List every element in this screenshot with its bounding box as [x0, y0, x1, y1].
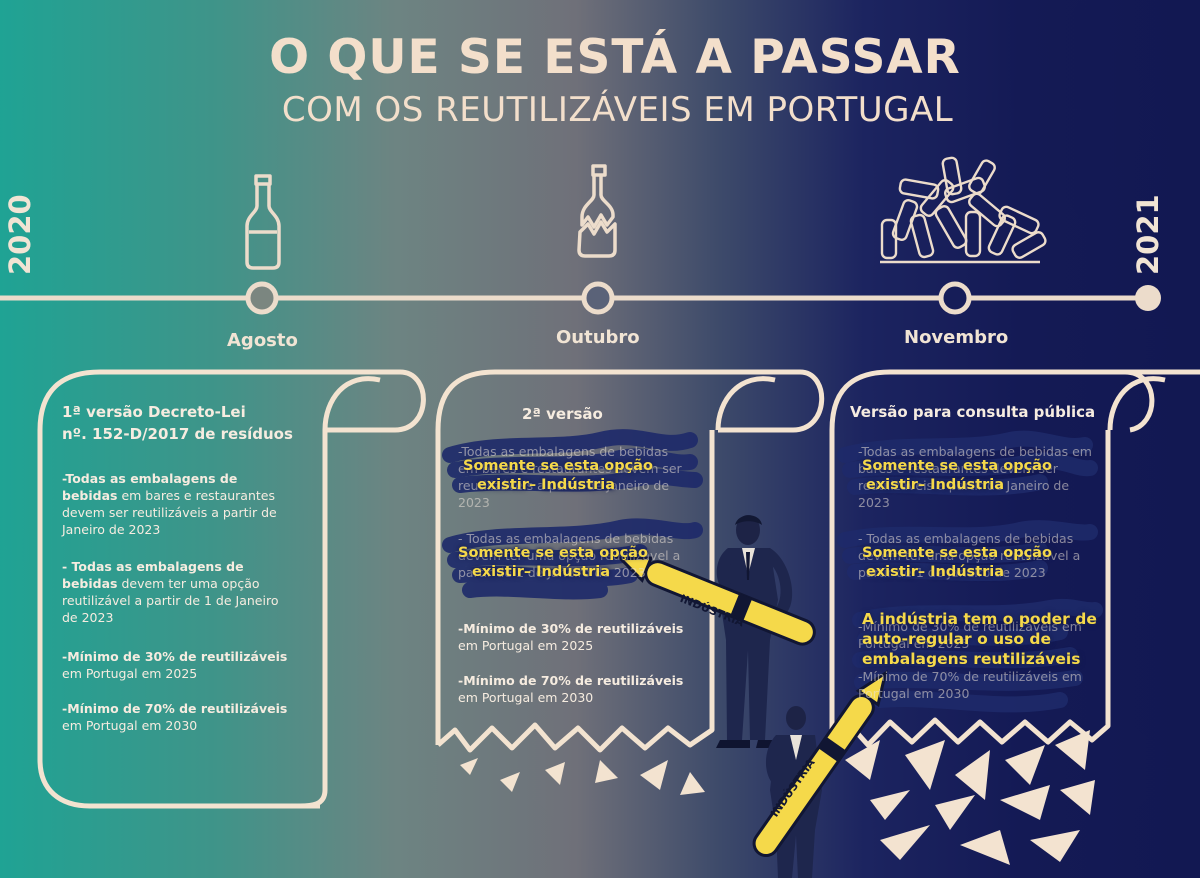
scroll1-item-2: - Todas as embalagens de bebidas devem t…	[62, 558, 292, 626]
scroll2-item-4-bold: -Mínimo de 70% de reutilizáveis	[458, 673, 684, 688]
annotation-self-regulate-line3: embalagens reutilizáveis	[862, 649, 1081, 668]
scroll3-item-2-struck: - Todas as embalagens de bebidas devem t…	[858, 531, 1081, 580]
subtitle: COM OS REUTILIZÁVEIS EM PORTUGAL	[281, 90, 954, 130]
scroll1-item-1-rest: em bares e restaurantes devem ser reutil…	[62, 488, 277, 537]
timeline-end-node	[1135, 285, 1161, 311]
annotation-self-regulate: A indústria tem o poder de auto-regular …	[862, 610, 1097, 669]
timeline-node-agosto	[245, 281, 279, 315]
scroll2-title: 2ª versão	[522, 405, 603, 423]
annotation-3b-line2: existir– Indústria	[866, 563, 1005, 580]
timeline-node-novembro	[938, 281, 972, 315]
annotation-3a-line1: Somente se esta opção	[862, 458, 1052, 474]
scroll1-title: 1ª versão Decreto-Lei nº. 152-D/2017 de …	[62, 402, 322, 446]
scroll2-item-4-rest: em Portugal em 2030	[458, 690, 594, 705]
plastic-bottles-pile-icon	[880, 156, 1047, 264]
annotation-self-regulate-line1: A indústria tem o poder de	[862, 610, 1097, 628]
paper-shards-2	[460, 758, 705, 795]
scroll2-item-4: -Mínimo de 70% de reutilizáveis em Portu…	[458, 672, 698, 706]
bottle-icon	[245, 174, 281, 270]
scroll1-title-line2: nº. 152-D/2017 de resíduos	[62, 424, 293, 443]
year-start: 2020	[3, 194, 37, 275]
paper-shards-3	[845, 730, 1095, 865]
month-agosto: Agosto	[227, 330, 298, 351]
scroll3-title: Versão para consulta pública	[850, 403, 1096, 421]
scroll1-item-3-rest: em Portugal em 2025	[62, 666, 198, 681]
annotation-industry-option-3b: Somente se esta opção existir– Indústria	[862, 544, 1052, 581]
scroll1-item-1-bold: -Todas as embalagens de bebidas	[62, 471, 238, 503]
scroll1-item-3-bold: -Mínimo de 30% de reutilizáveis	[62, 649, 288, 664]
month-outubro: Outubro	[556, 327, 640, 348]
industry-pen-small	[752, 669, 888, 858]
scroll1-item-4: -Mínimo de 70% de reutilizáveis em Portu…	[62, 700, 292, 734]
scroll-1	[37, 369, 426, 809]
annotation-2a-line1: Somente se esta opção	[463, 458, 653, 474]
month-novembro: Novembro	[904, 327, 1009, 348]
annotation-3a-line2: existir– Indústria	[866, 476, 1005, 493]
annotation-2b-line2: existir– Indústria	[472, 563, 611, 580]
scroll3-item-3-struck: -Mínimo de 30% de reutilizáveis em Portu…	[858, 619, 1082, 651]
annotation-industry-option-2a: Somente se esta opção existir– Indústria	[463, 457, 653, 494]
annotation-2b-line1: Somente se esta opção	[458, 545, 648, 561]
scroll2-item-3-rest: em Portugal em 2025	[458, 638, 594, 653]
main-title: O QUE SE ESTÁ A PASSAR	[0, 30, 1200, 85]
annotation-industry-option-3a: Somente se esta opção existir– Indústria	[862, 457, 1052, 494]
scroll2-item-1-struck: -Todas as embalagens de bebidas em bares…	[458, 444, 682, 510]
main-title-part2: ESTÁ A PASSAR	[543, 30, 961, 85]
annotation-self-regulate-line2: auto-regular o uso de	[862, 629, 1052, 648]
scroll1-item-4-bold: -Mínimo de 70% de reutilizáveis	[62, 701, 288, 716]
annotation-industry-option-2b: Somente se esta opção existir– Indústria	[458, 544, 648, 581]
scribble-strike-2	[442, 429, 703, 600]
scroll3-item-4-struck: -Mínimo de 70% de reutilizáveis em Portu…	[858, 669, 1082, 701]
scroll1-item-2-rest: devem ter uma opção reutilizável a parti…	[62, 576, 279, 625]
scroll2-item-2-struck: - Todas as embalagens de bebidas devem t…	[458, 531, 681, 580]
scroll1-title-line1: 1ª versão Decreto-Lei	[62, 403, 246, 421]
broken-bottle-icon	[577, 164, 617, 258]
industry-pen-large	[608, 552, 816, 646]
year-end: 2021	[1131, 194, 1165, 275]
scroll-2	[435, 369, 825, 753]
scroll1-item-3: -Mínimo de 30% de reutilizáveis em Portu…	[62, 648, 292, 682]
main-title-part1: O QUE SE	[269, 30, 526, 85]
scroll2-item-3-bold: -Mínimo de 30% de reutilizáveis	[458, 621, 684, 636]
scribble-strike-3	[837, 430, 1103, 713]
annotation-3b-line1: Somente se esta opção	[862, 545, 1052, 561]
scroll3-item-1-struck: -Todas as embalagens de bebidas em bares…	[858, 444, 1092, 510]
annotation-2a-line2: existir– Indústria	[477, 476, 616, 493]
timeline-node-outubro	[581, 281, 615, 315]
scroll1-item-4-rest: em Portugal em 2030	[62, 718, 198, 733]
scroll2-item-3: -Mínimo de 30% de reutilizáveis em Portu…	[458, 620, 698, 654]
scroll1-item-2-bold: - Todas as embalagens de bebidas	[62, 559, 244, 591]
scroll1-item-1: -Todas as embalagens de bebidas em bares…	[62, 470, 292, 538]
